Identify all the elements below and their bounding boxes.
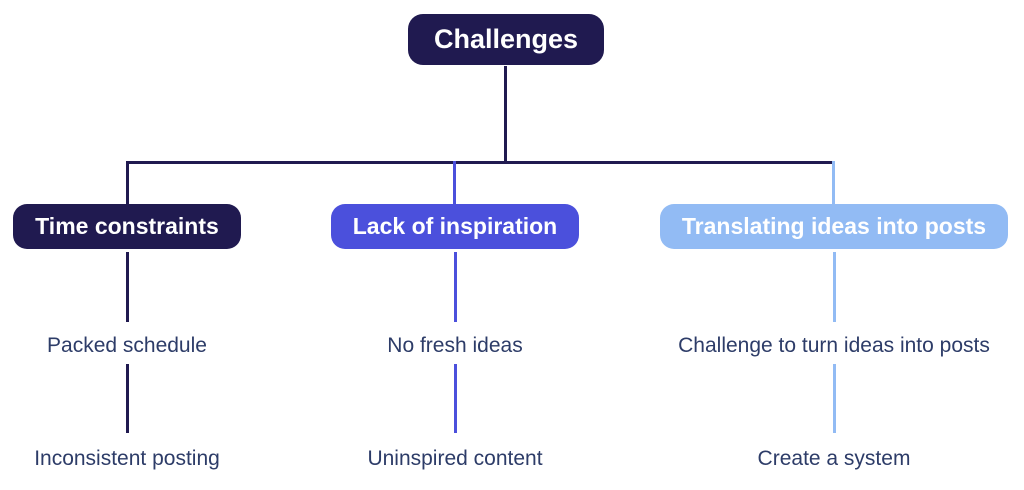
connector-translating-ideas-child-1 bbox=[832, 252, 836, 322]
branch-column-lack-of-inspiration: Lack of inspiration No fresh ideas Unins… bbox=[315, 204, 595, 490]
connector-drop-translating-ideas bbox=[832, 161, 835, 205]
leaf-label-no-fresh-ideas: No fresh ideas bbox=[387, 334, 523, 357]
node-challenges: Challenges bbox=[407, 14, 605, 65]
node-time-constraints: Time constraints bbox=[13, 204, 241, 249]
connector-lack-of-inspiration-child-2 bbox=[453, 364, 457, 433]
connector-time-constraints-child-1 bbox=[125, 252, 129, 322]
leaf-label-challenge-to-turn-ideas: Challenge to turn ideas into posts bbox=[678, 334, 990, 357]
connector-lack-of-inspiration-child-1 bbox=[453, 252, 457, 322]
connector-horizontal-trunk bbox=[126, 161, 835, 164]
leaf-label-uninspired-content: Uninspired content bbox=[367, 447, 543, 470]
node-translating-ideas-into-posts: Translating ideas into posts bbox=[659, 204, 1009, 249]
connector-root-stem bbox=[504, 66, 507, 163]
connector-drop-time-constraints bbox=[126, 161, 129, 205]
connector-time-constraints-child-2 bbox=[125, 364, 129, 433]
branch-column-translating-ideas: Translating ideas into posts Challenge t… bbox=[644, 204, 1024, 490]
node-lack-of-inspiration: Lack of inspiration bbox=[330, 204, 580, 249]
leaf-label-inconsistent-posting: Inconsistent posting bbox=[34, 447, 220, 470]
leaf-label-create-a-system: Create a system bbox=[757, 447, 911, 470]
connector-translating-ideas-child-2 bbox=[832, 364, 836, 433]
leaf-label-packed-schedule: Packed schedule bbox=[47, 334, 207, 357]
root-node-wrap: Challenges bbox=[406, 14, 606, 65]
connector-drop-lack-of-inspiration bbox=[453, 161, 456, 205]
branch-column-time-constraints: Time constraints Packed schedule Inconsi… bbox=[0, 204, 254, 490]
